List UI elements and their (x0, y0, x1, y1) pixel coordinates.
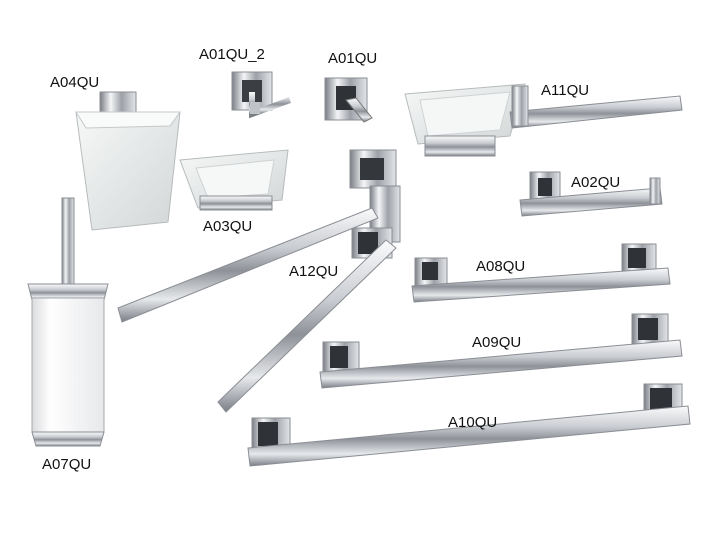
robe-hook (324, 77, 373, 123)
toilet-roll-holder (519, 171, 663, 217)
soap-dish-with-towel-bar (404, 83, 683, 157)
label-a01qu: A01QU (328, 50, 378, 67)
label-a09qu: A09QU (472, 334, 522, 351)
label-a07qu: A07QU (42, 456, 92, 473)
toilet-brush-holder (27, 197, 109, 447)
swivel-towel-bar (117, 149, 401, 413)
towel-bar-medium (319, 313, 683, 389)
label-a12qu: A12QU (289, 263, 339, 280)
label-a01qu-2: A01QU_2 (199, 46, 265, 63)
label-a04qu: A04QU (50, 74, 100, 91)
label-a02qu: A02QU (571, 174, 621, 191)
label-a08qu: A08QU (476, 258, 526, 275)
soap-dish (179, 149, 289, 211)
double-robe-hook (231, 71, 292, 119)
towel-bar-long (247, 383, 691, 467)
label-a03qu: A03QU (203, 218, 253, 235)
tumbler-holder (75, 91, 181, 231)
label-a11qu: A11QU (541, 82, 590, 99)
label-a10qu: A10QU (448, 414, 498, 431)
towel-bar-short (411, 243, 671, 303)
